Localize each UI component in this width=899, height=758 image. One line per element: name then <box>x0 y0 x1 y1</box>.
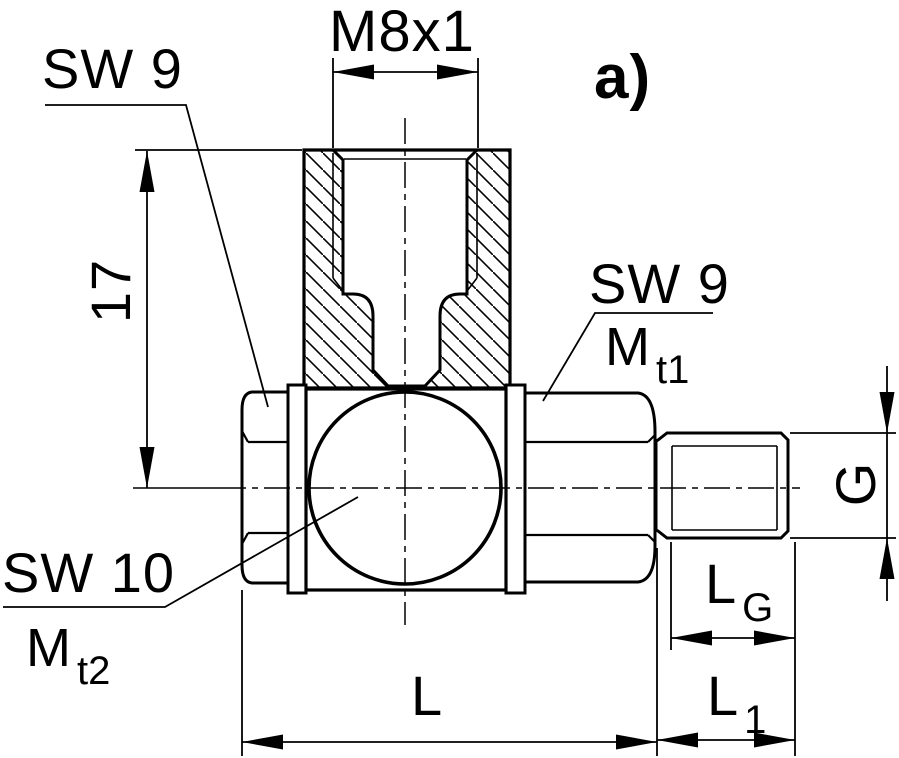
arrowhead <box>879 538 895 579</box>
arrowhead <box>671 630 712 646</box>
dimension-label-lg-main: L <box>705 552 738 615</box>
dimension-label-g: G <box>824 461 887 507</box>
arrowhead <box>616 734 657 750</box>
arrowhead <box>139 447 155 488</box>
arrowhead <box>437 64 478 80</box>
dimension-lg <box>670 542 796 756</box>
dimension-l <box>241 590 657 756</box>
arrowhead <box>879 392 895 433</box>
dimension-label-l1-subscript: 1 <box>744 698 767 742</box>
threaded-stud <box>654 431 790 540</box>
dimension-label-lg-subscript: G <box>742 586 774 630</box>
arrowhead <box>754 732 795 748</box>
label-wrench-size-right: SW 9 <box>589 252 730 315</box>
left-nut-facets <box>241 430 288 545</box>
dimension-g <box>790 366 896 601</box>
figure-variant-label: a) <box>594 43 652 112</box>
right-nut-facets <box>524 434 656 543</box>
leader-sw9-right <box>542 312 713 402</box>
section-hatching <box>304 150 510 388</box>
label-torque-2-subscript: t2 <box>76 649 111 693</box>
label-torque-1-subscript: t1 <box>655 348 690 392</box>
dimension-17 <box>135 149 302 488</box>
collars <box>286 383 527 595</box>
leader-sw10 <box>3 496 359 608</box>
right-collar <box>504 383 527 595</box>
label-torque-1-main: M <box>605 317 651 377</box>
label-wrench-size-left: SW 9 <box>42 37 183 100</box>
stud-outline <box>654 431 790 540</box>
dimension-label-17: 17 <box>79 258 142 324</box>
label-torque-2-main: M <box>26 618 72 678</box>
upper-body-section <box>302 148 512 390</box>
leader-lines <box>3 104 713 608</box>
dimension-l1 <box>656 548 795 756</box>
arrowhead <box>139 151 155 192</box>
dimension-label-l: L <box>411 664 444 727</box>
internal-thread-lines <box>332 153 478 292</box>
arrowhead <box>242 734 283 750</box>
central-body <box>304 387 508 592</box>
dimension-m8x1 <box>332 58 479 148</box>
dimension-label-l1-main: L <box>707 664 740 727</box>
threaded-bore-outline <box>331 148 479 388</box>
arrowhead <box>657 732 698 748</box>
arrowhead <box>754 630 795 646</box>
label-thread-top: M8x1 <box>329 0 475 64</box>
left-collar <box>286 383 308 595</box>
leader-sw9-left <box>45 104 269 408</box>
arrowhead <box>333 64 374 80</box>
label-wrench-size-body: SW 10 <box>2 541 176 604</box>
